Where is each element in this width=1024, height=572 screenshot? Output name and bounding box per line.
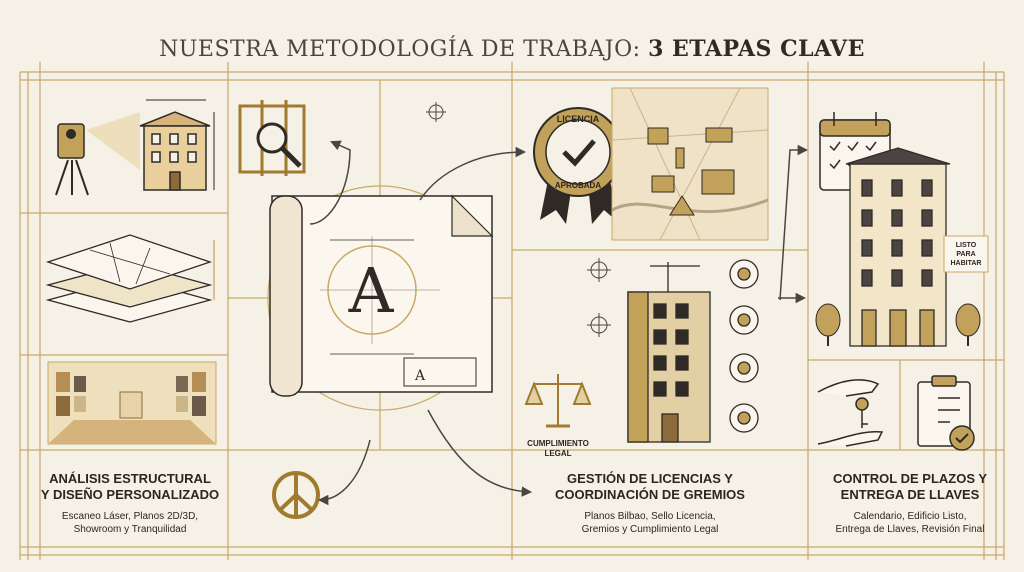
worker-icons	[729, 259, 759, 433]
page-title: NUESTRA METODOLOGÍA DE TRABAJO: 3 ETAPAS…	[0, 36, 1024, 62]
tree-icons	[815, 303, 981, 346]
blueprint-scroll	[269, 194, 494, 397]
frame-lines	[19, 62, 1005, 560]
stage-3-detail: Calendario, Edificio Listo, Entrega de L…	[812, 510, 1008, 536]
blueprint-small-letter: A	[414, 368, 426, 384]
stage-3-heading-line1: CONTROL DE PLAZOS Y	[832, 471, 988, 486]
crosshair-icons	[426, 102, 611, 337]
magnifier-icon	[238, 100, 306, 176]
legal-label-line1: CUMPLIMIENTO	[527, 439, 589, 448]
apartment-building-icon	[845, 147, 951, 347]
stage-2-detail-line2: Gremios y Cumplimiento Legal	[581, 524, 719, 535]
stage-2-caption: GESTIÓN DE LICENCIAS Y COORDINACIÓN DE G…	[520, 471, 780, 536]
stage-1-heading: ANÁLISIS ESTRUCTURAL Y DISEÑO PERSONALIZ…	[32, 471, 228, 503]
stage-1-heading-line2: Y DISEÑO PERSONALIZADO	[40, 487, 220, 502]
city-map	[611, 87, 769, 241]
stage-2-heading: GESTIÓN DE LICENCIAS Y COORDINACIÓN DE G…	[520, 471, 780, 503]
stage-3-heading: CONTROL DE PLAZOS Y ENTREGA DE LLAVES	[812, 471, 1008, 503]
stage-2-detail: Planos Bilbao, Sello Licencia, Gremios y…	[520, 510, 780, 536]
stage-2-detail-line1: Planos Bilbao, Sello Licencia,	[584, 511, 716, 522]
laser-scanner-icon	[55, 112, 140, 196]
stage-1-detail: Escaneo Láser, Planos 2D/3D, Showroom y …	[32, 510, 228, 536]
stage-3-detail-line2: Entrega de Llaves, Revisión Final	[835, 524, 985, 535]
blueprint-letter: A	[348, 254, 395, 327]
ready-badge	[943, 235, 989, 273]
seal-top-label: LICENCIA	[557, 114, 600, 124]
flow-arrows	[309, 140, 809, 506]
building-icon	[139, 99, 215, 191]
stage-3-caption: CONTROL DE PLAZOS Y ENTREGA DE LLAVES Ca…	[812, 471, 1008, 536]
legal-label-line2: LEGAL	[544, 449, 571, 458]
seal-bottom-label: APROBADA	[555, 181, 601, 190]
stage-2-heading-line2: COORDINACIÓN DE GREMIOS	[555, 487, 745, 502]
peace-icon	[272, 471, 320, 519]
ready-label-line2: PARA	[956, 251, 975, 258]
stage-3-heading-line2: ENTREGA DE LLAVES	[840, 487, 980, 502]
scales-icon	[524, 374, 592, 428]
title-main: NUESTRA METODOLOGÍA DE TRABAJO:	[159, 37, 641, 62]
key-handover-icon	[817, 379, 884, 447]
showroom-image	[47, 361, 217, 445]
stage-1-detail-line1: Escaneo Láser, Planos 2D/3D,	[61, 511, 199, 522]
stage-1-detail-line2: Showroom y Tranquilidad	[73, 524, 187, 535]
stage-1-heading-line1: ANÁLISIS ESTRUCTURAL	[49, 471, 211, 486]
stage-2-heading-line1: GESTIÓN DE LICENCIAS Y	[567, 471, 733, 486]
floor-plans-icon	[45, 234, 215, 323]
ready-label-line1: LISTO	[956, 242, 977, 249]
stage-1-caption: ANÁLISIS ESTRUCTURAL Y DISEÑO PERSONALIZ…	[32, 471, 228, 536]
construction-building-icon	[627, 262, 711, 443]
ready-label-line3: HABITAR	[951, 260, 982, 267]
license-seal-icon	[533, 107, 623, 224]
title-strong: 3 ETAPAS CLAVE	[648, 36, 865, 62]
stage-3-detail-line1: Calendario, Edificio Listo,	[853, 511, 967, 522]
checklist-icon	[917, 375, 975, 451]
